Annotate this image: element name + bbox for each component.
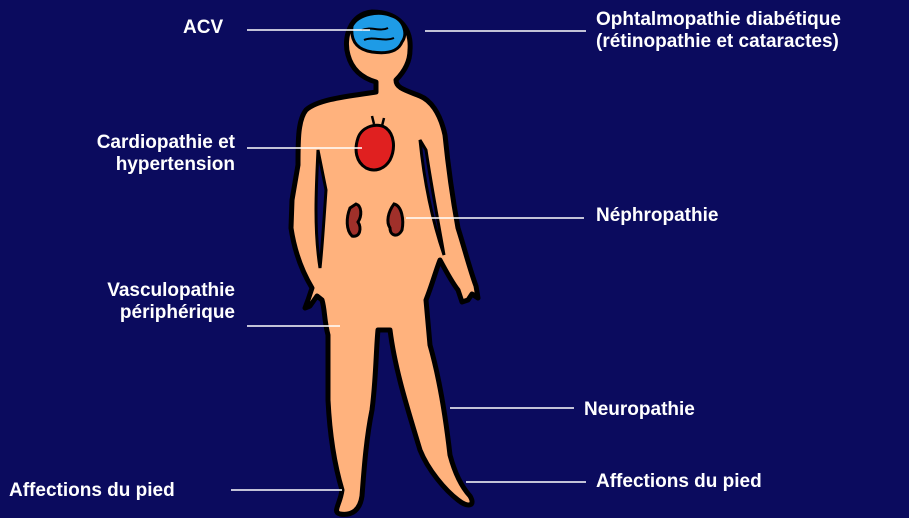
label-ophthalmo-line1: Ophtalmopathie diabétique	[596, 9, 841, 31]
label-cardiopathy: Cardiopathie et hypertension	[60, 132, 235, 176]
label-ophthalmopathy: Ophtalmopathie diabétique (rétinopathie …	[596, 9, 841, 53]
label-neuro-text: Neuropathie	[584, 399, 695, 421]
label-vasculo-line2: périphérique	[60, 302, 235, 324]
label-nephropathy: Néphropathie	[596, 205, 718, 227]
label-cardio-line2: hypertension	[60, 154, 235, 176]
label-foot-left-text: Affections du pied	[9, 480, 175, 502]
label-acv-text: ACV	[183, 17, 223, 39]
label-foot-left: Affections du pied	[9, 480, 175, 502]
brain-icon	[352, 13, 405, 52]
label-foot-right: Affections du pied	[596, 471, 762, 493]
label-vasculopathy: Vasculopathie périphérique	[60, 280, 235, 324]
left-kidney-icon	[347, 204, 361, 236]
label-foot-right-text: Affections du pied	[596, 471, 762, 493]
brain-fold-2	[364, 38, 394, 40]
label-vasculo-line1: Vasculopathie	[60, 280, 235, 302]
label-ophthalmo-line2: (rétinopathie et cataractes)	[596, 31, 841, 53]
label-neuropathy: Neuropathie	[584, 399, 695, 421]
right-kidney-icon	[388, 204, 403, 235]
label-nephro-text: Néphropathie	[596, 205, 718, 227]
label-cardio-line1: Cardiopathie et	[60, 132, 235, 154]
label-acv: ACV	[183, 17, 223, 39]
